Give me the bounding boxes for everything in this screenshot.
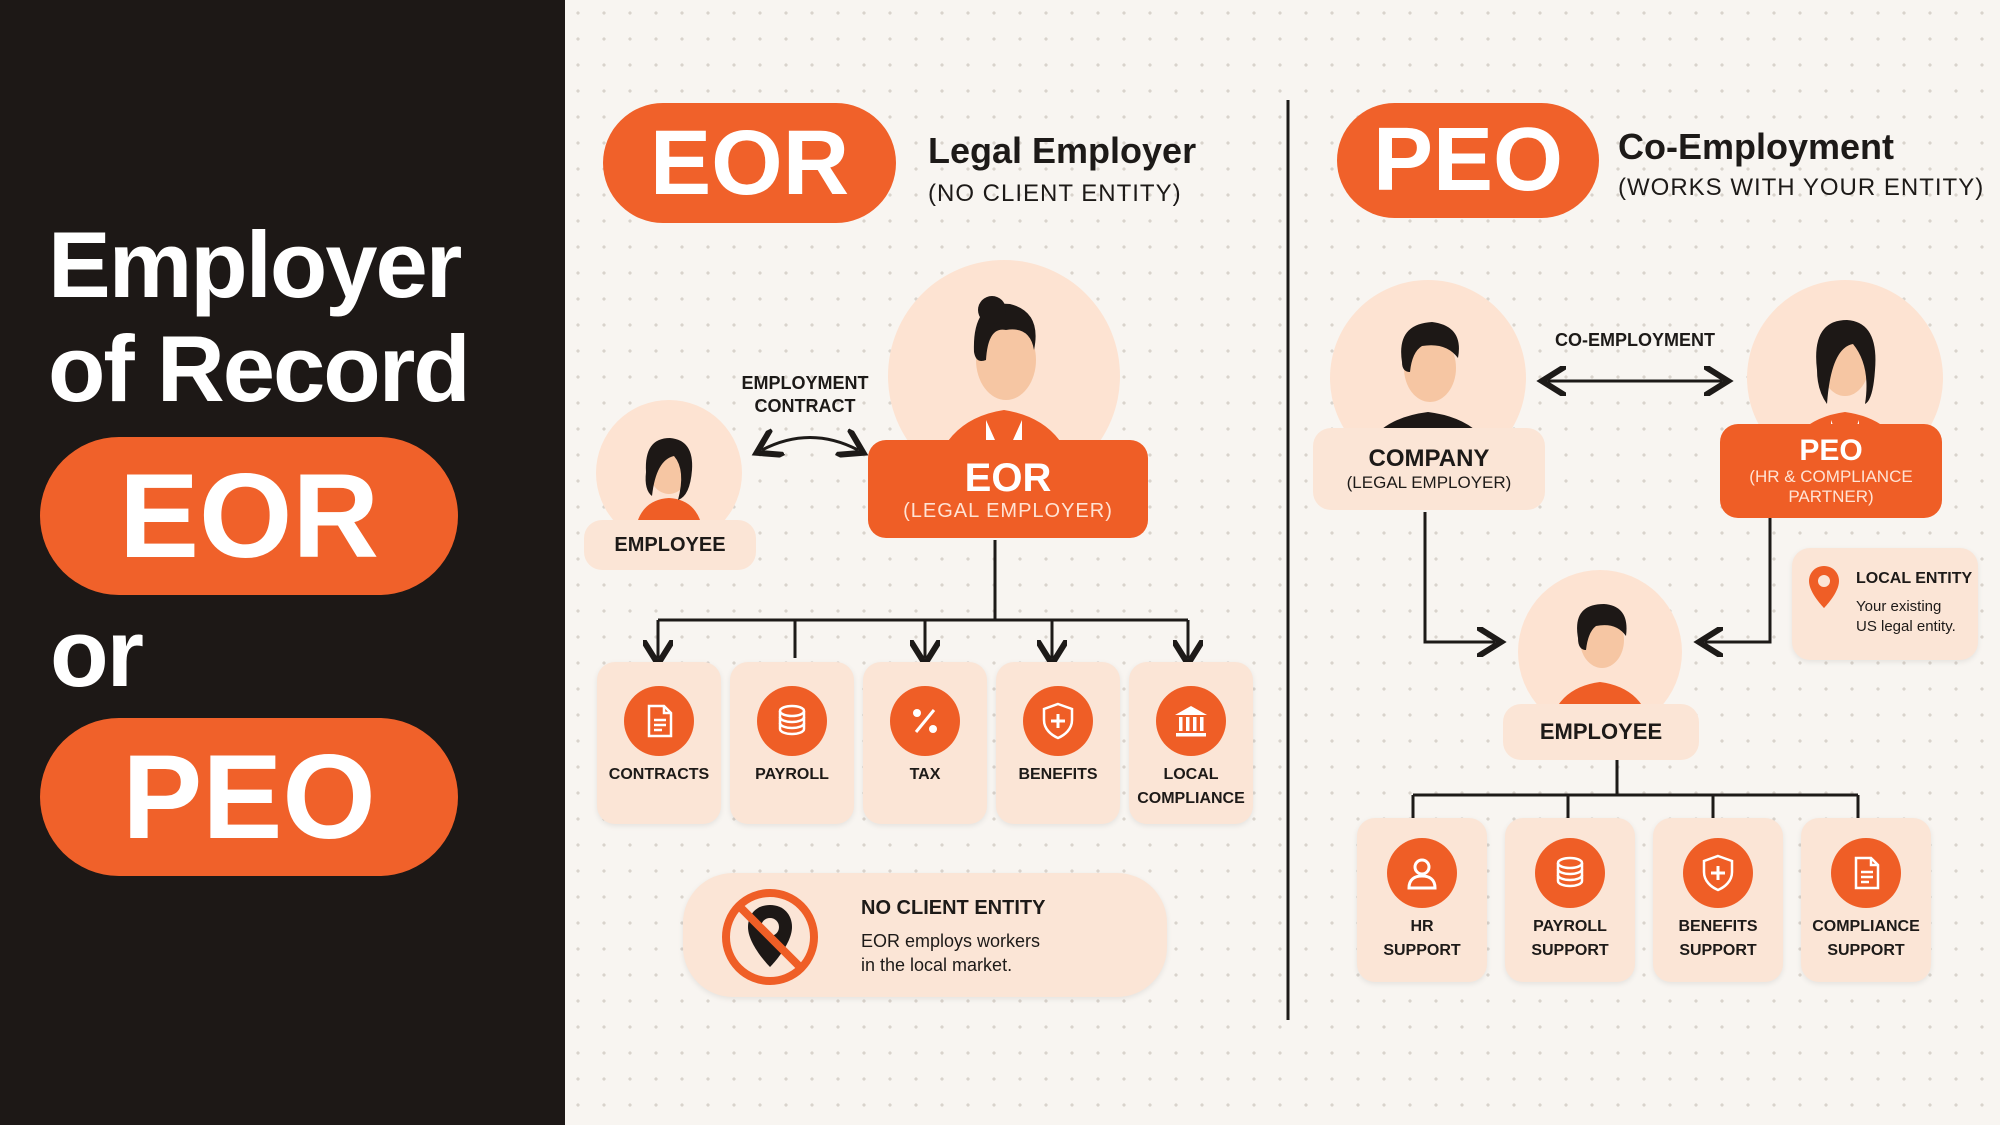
shield-plus-icon xyxy=(1023,686,1093,756)
eor-service-label: PAYROLL xyxy=(755,766,829,783)
coins-icon xyxy=(757,686,827,756)
eor-employee-label: EMPLOYEE xyxy=(584,520,756,570)
peo-badge: PEO xyxy=(1337,103,1599,218)
eor-service-card: BENEFITS xyxy=(996,662,1120,824)
no-client-entity-note: NO CLIENT ENTITY EOR employs workers in … xyxy=(683,873,1167,997)
local-entity-line-2: US legal entity. xyxy=(1856,618,1956,635)
peo-partner-node: PEO (HR & COMPLIANCE PARTNER) xyxy=(1720,424,1942,518)
peo-service-label: COMPLIANCE xyxy=(1812,918,1920,935)
peo-badge-text: PEO xyxy=(1372,110,1564,210)
peo-service-label: HR xyxy=(1410,918,1434,935)
eor-service-label: BENEFITS xyxy=(1018,766,1098,783)
eor-service-card: CONTRACTS xyxy=(597,662,721,824)
peo-heading: Co-Employment xyxy=(1618,126,1895,167)
eor-service-label-2: COMPLIANCE xyxy=(1137,790,1245,807)
eor-service-label: LOCAL xyxy=(1163,766,1219,783)
local-entity-title: LOCAL ENTITY xyxy=(1856,570,1973,587)
note-line-1: EOR employs workers xyxy=(861,931,1041,951)
peo-service-label-2: SUPPORT xyxy=(1531,942,1609,959)
eor-service-card: LOCAL COMPLIANCE xyxy=(1129,662,1253,824)
title-line-2: of Record xyxy=(48,316,471,421)
bank-icon xyxy=(1156,686,1226,756)
title-or: or xyxy=(50,600,144,707)
eor-badge-text: EOR xyxy=(649,111,850,214)
contract-arrow xyxy=(762,438,858,451)
peo-service-label-2: SUPPORT xyxy=(1679,942,1757,959)
coins-icon xyxy=(1535,838,1605,908)
title-eor-text: EOR xyxy=(118,449,380,583)
peo-service-label-2: SUPPORT xyxy=(1827,942,1905,959)
note-title: NO CLIENT ENTITY xyxy=(861,897,1046,919)
document-icon xyxy=(1831,838,1901,908)
peo-subheading: (WORKS WITH YOUR ENTITY) xyxy=(1618,174,1985,201)
peo-service-label-2: SUPPORT xyxy=(1383,942,1461,959)
document-icon xyxy=(624,686,694,756)
note-line-2: in the local market. xyxy=(861,955,1013,975)
shield-plus-icon xyxy=(1683,838,1753,908)
eor-subheading: (NO CLIENT ENTITY) xyxy=(928,180,1182,207)
eor-badge: EOR xyxy=(603,103,896,223)
title-peo-text: PEO xyxy=(122,730,376,864)
eor-service-card: TAX xyxy=(863,662,987,824)
peo-service-card: PAYROLL SUPPORT xyxy=(1505,818,1635,982)
peo-service-card: HR SUPPORT xyxy=(1357,818,1487,982)
no-entity-icon xyxy=(722,889,818,985)
contract-label: EMPLOYMENT CONTRACT xyxy=(741,373,869,416)
title-peo-pill: PEO xyxy=(40,718,458,876)
title-eor-pill: EOR xyxy=(40,437,458,595)
peo-service-card: BENEFITS SUPPORT xyxy=(1653,818,1783,982)
person-icon xyxy=(1387,838,1457,908)
local-entity-line-1: Your existing xyxy=(1856,598,1942,615)
peo-service-card: COMPLIANCE SUPPORT xyxy=(1801,818,1931,982)
eor-heading: Legal Employer xyxy=(928,130,1197,171)
peo-employee-label: EMPLOYEE xyxy=(1503,704,1699,760)
local-entity-card: LOCAL ENTITY Your existing US legal enti… xyxy=(1792,548,1978,660)
eor-service-card: PAYROLL xyxy=(730,662,854,824)
eor-service-label: TAX xyxy=(909,766,941,783)
eor-service-label: CONTRACTS xyxy=(608,766,710,783)
left-title-panel: Employer of Record EOR or PEO xyxy=(0,0,565,1125)
location-pin-icon xyxy=(1809,566,1839,608)
percent-icon xyxy=(890,686,960,756)
eor-legal-employer-node: EOR (LEGAL EMPLOYER) xyxy=(868,440,1148,538)
title-line-1: Employer xyxy=(48,212,462,317)
peo-service-label: BENEFITS xyxy=(1678,918,1758,935)
company-node: COMPANY (LEGAL EMPLOYER) xyxy=(1313,428,1545,510)
peo-service-label: PAYROLL xyxy=(1533,918,1607,935)
co-employment-label: CO-EMPLOYMENT xyxy=(1555,330,1715,350)
